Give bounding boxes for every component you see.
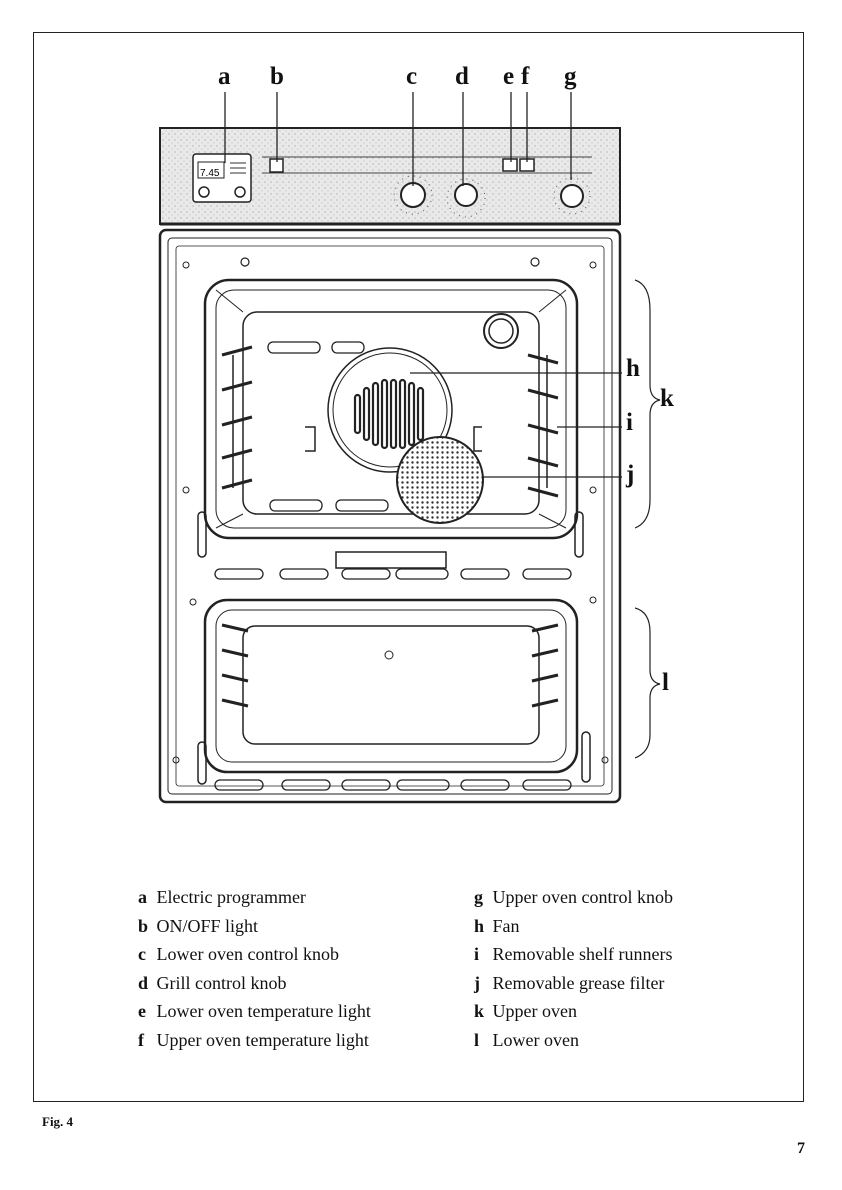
legend-item: c Lower oven control knob: [138, 940, 371, 969]
legend-left: a Electric programmer b ON/OFF light c L…: [138, 883, 371, 1054]
callout-l: l: [662, 670, 669, 695]
lower-oven-temperature-light: [503, 159, 517, 171]
lower-oven: [198, 600, 590, 790]
programmer-display: 7.45: [200, 168, 220, 179]
callout-d: d: [455, 64, 469, 89]
grease-filter: [397, 437, 483, 523]
legend-item: i Removable shelf runners: [474, 940, 673, 969]
page-number: 7: [797, 1140, 805, 1158]
callout-g: g: [564, 64, 577, 89]
figure-label: Fig. 4: [42, 1114, 73, 1130]
callout-i: i: [626, 410, 633, 435]
legend-item: k Upper oven: [474, 997, 673, 1026]
legend-item: f Upper oven temperature light: [138, 1026, 371, 1055]
callout-j: j: [626, 462, 634, 487]
legend-item: j Removable grease filter: [474, 969, 673, 998]
callout-c: c: [406, 64, 417, 89]
legend-item: d Grill control knob: [138, 969, 371, 998]
legend-item: h Fan: [474, 912, 673, 941]
callout-e: e: [503, 64, 514, 89]
legend-item: b ON/OFF light: [138, 912, 371, 941]
oven-body: [160, 230, 620, 802]
vent-slots: [215, 552, 571, 579]
callout-b: b: [270, 64, 284, 89]
callout-a: a: [218, 64, 231, 89]
legend-item: e Lower oven temperature light: [138, 997, 371, 1026]
legend-item: g Upper oven control knob: [474, 883, 673, 912]
legend-item: a Electric programmer: [138, 883, 371, 912]
callout-h: h: [626, 356, 640, 381]
legend-right: g Upper oven control knob h Fan i Remova…: [474, 883, 673, 1054]
lower-oven-brace: [635, 608, 660, 758]
legend-item: l Lower oven: [474, 1026, 673, 1055]
callout-k: k: [660, 386, 674, 411]
callout-f: f: [521, 64, 529, 89]
upper-oven-brace: [635, 280, 660, 528]
